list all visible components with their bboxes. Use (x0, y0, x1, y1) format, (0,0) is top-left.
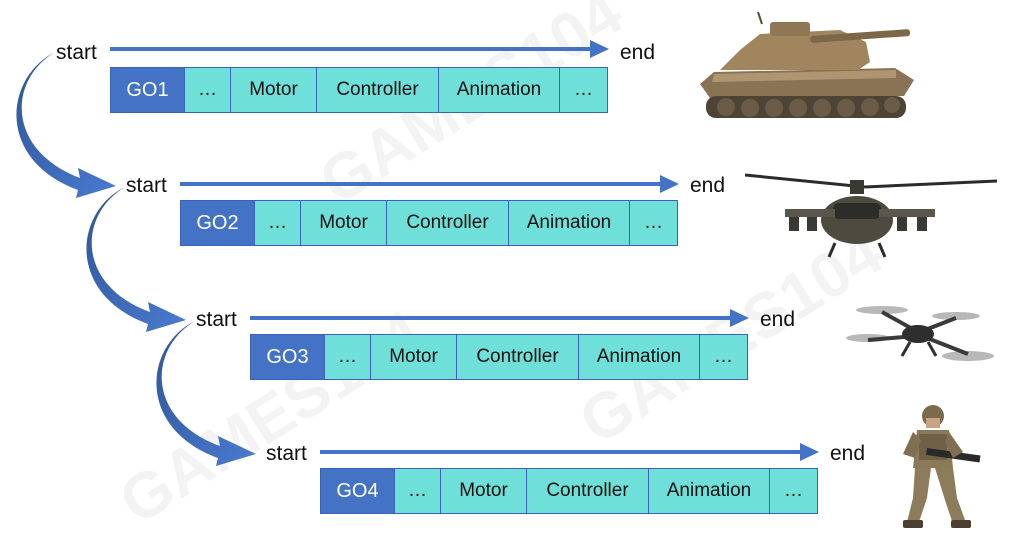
game-object-id: GO3 (251, 335, 325, 379)
timeline-arrow (110, 40, 609, 58)
component-cell: … (560, 68, 607, 112)
component-cell: … (395, 469, 441, 513)
component-cell: Motor (441, 469, 527, 513)
soldier-image (903, 405, 981, 528)
component-cell: … (185, 68, 231, 112)
component-cell: Animation (649, 469, 770, 513)
end-label: end (830, 442, 866, 465)
component-cell: … (630, 201, 677, 245)
component-cell: Motor (371, 335, 457, 379)
curved-arrow-3 (156, 321, 256, 466)
timeline-arrow (320, 443, 819, 461)
game-object-id: GO1 (111, 68, 185, 112)
start-label: start (56, 41, 97, 64)
timeline-arrow (250, 309, 749, 327)
component-cell: … (770, 469, 817, 513)
game-object-row: GO4 … Motor Controller Animation … (320, 468, 818, 514)
component-cell: … (325, 335, 371, 379)
game-object-id: GO2 (181, 201, 255, 245)
component-cell: Controller (387, 201, 509, 245)
start-label: start (126, 174, 167, 197)
game-object-row: GO1 … Motor Controller Animation … (110, 67, 608, 113)
start-label: start (266, 442, 307, 465)
tank-image (700, 12, 914, 118)
component-cell: Animation (509, 201, 630, 245)
end-label: end (760, 308, 796, 331)
curved-arrow-1 (16, 52, 117, 198)
component-cell: Controller (317, 68, 439, 112)
drone-image (846, 306, 994, 361)
start-label: start (196, 308, 237, 331)
component-cell: Animation (439, 68, 560, 112)
helicopter-image (745, 173, 998, 258)
component-cell: Animation (579, 335, 700, 379)
curved-arrow-2 (86, 187, 186, 332)
component-cell: … (255, 201, 301, 245)
game-object-id: GO4 (321, 469, 395, 513)
game-object-row: GO3 … Motor Controller Animation … (250, 334, 748, 380)
end-label: end (690, 174, 726, 197)
game-object-row: GO2 … Motor Controller Animation … (180, 200, 678, 246)
end-label: end (620, 41, 656, 64)
component-cell: … (700, 335, 747, 379)
component-cell: Motor (301, 201, 387, 245)
component-cell: Controller (527, 469, 649, 513)
component-cell: Motor (231, 68, 317, 112)
component-cell: Controller (457, 335, 579, 379)
timeline-arrow (180, 175, 679, 193)
